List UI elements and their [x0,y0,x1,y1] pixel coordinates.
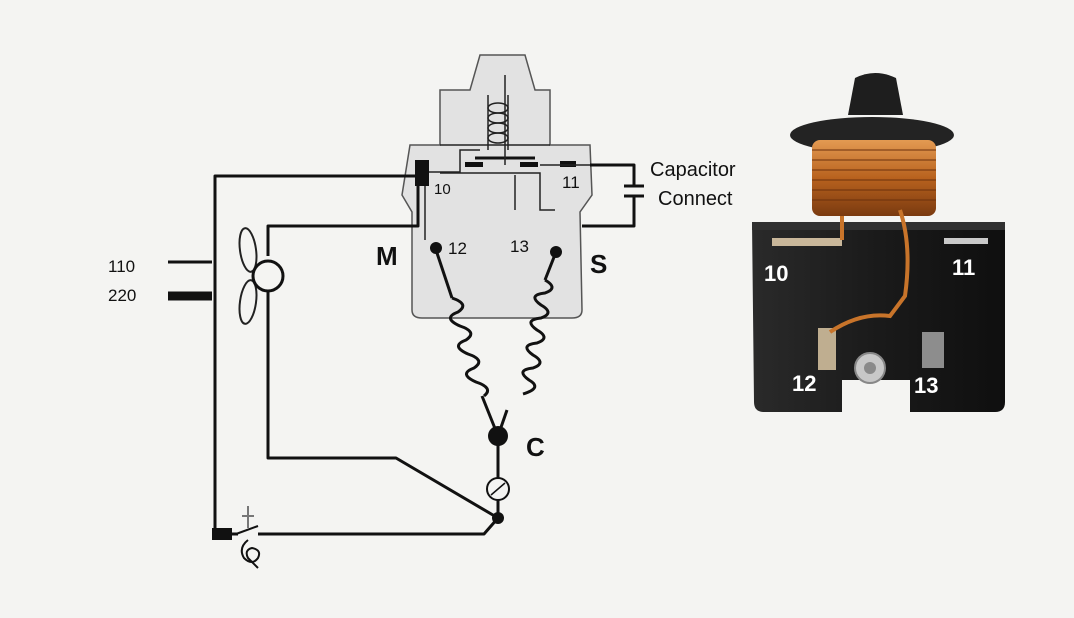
relay-housing [401,54,593,319]
terminal-11-contact [560,161,576,167]
main-winding-label: M [376,241,398,271]
terminal-12-dot [430,242,442,254]
relay-cap [848,73,903,115]
fan-motor-icon [238,227,285,325]
supply-label-220: 220 [108,286,136,305]
relay-contacts [415,149,590,240]
relay-photo: 10 11 12 13 [752,73,1005,412]
thermostat-switch-icon [212,506,261,569]
common-node-dot [488,426,508,446]
diagram-terminal-13: 13 [510,237,529,256]
terminal-10-contact [415,160,429,186]
overload-protector-icon [486,477,510,501]
terminal-13-dot [550,246,562,258]
photo-terminal-10: 10 [764,261,788,286]
photo-terminal-12: 12 [792,371,816,396]
diagram-terminal-11: 11 [562,173,580,192]
common-label: C [526,432,545,462]
diagram-terminal-10: 10 [434,181,451,198]
capacitor-icon [624,184,644,198]
photo-terminal-13: 13 [914,373,938,398]
capacitor-label-line1: Capacitor [650,159,736,181]
capacitor-label-line2: Connect [658,188,733,210]
junction-dot [492,512,504,524]
start-winding-label: S [590,249,607,279]
relay-coil-icon [475,75,535,165]
supply-label-110: 110 [108,257,135,276]
power-supply: 110 220 [108,257,212,305]
photo-terminal-11: 11 [952,255,975,280]
relay-copper-coil [812,140,936,216]
diagram-terminal-12: 12 [448,239,467,258]
